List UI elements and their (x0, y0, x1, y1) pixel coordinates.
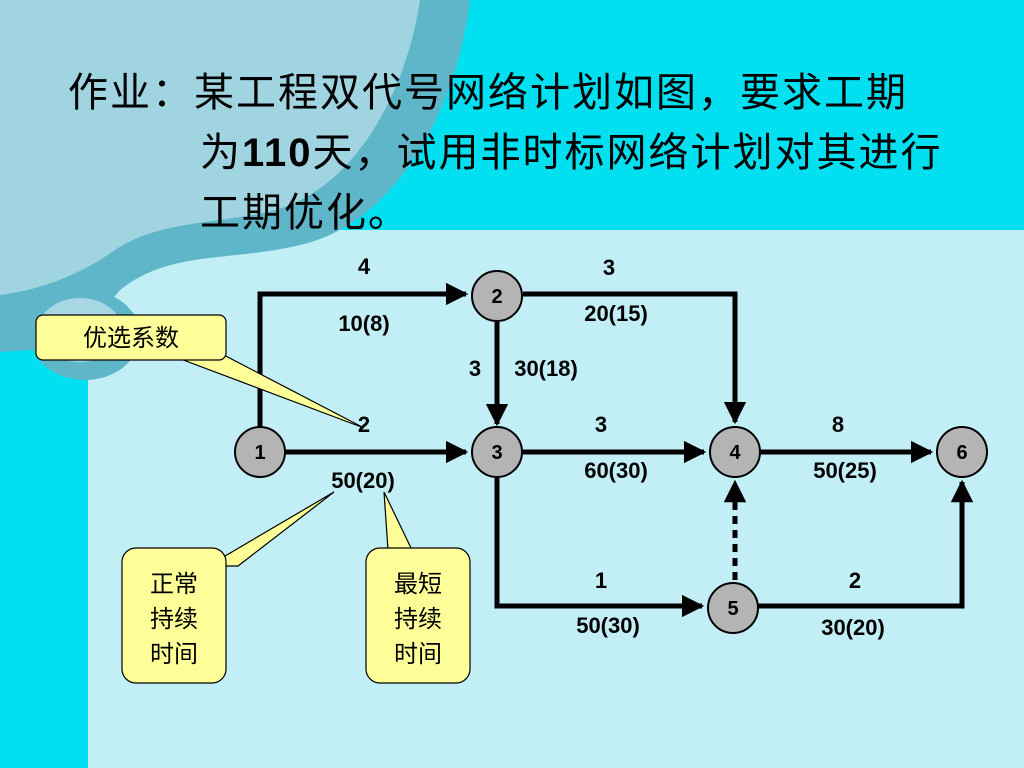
node-2-label: 2 (491, 286, 502, 308)
node-6-label: 6 (956, 442, 967, 464)
node-1-label: 1 (254, 442, 265, 464)
duration-4-6: 50(25) (813, 458, 877, 483)
coef-1-3: 2 (358, 412, 370, 437)
duration-5-6: 30(20) (821, 615, 885, 640)
node-4 (709, 426, 761, 478)
callout-normal-duration: 正常 持续 时间 (121, 547, 227, 684)
arrow-3-5 (494, 478, 705, 618)
node-3-label: 3 (491, 442, 502, 464)
callout-pointer-normal (205, 491, 335, 567)
callout-shortest-line-1: 最短 (394, 571, 442, 598)
node-6 (936, 426, 988, 478)
callout-priority-label: 优选系数 (83, 325, 179, 352)
arrow-5-6 (758, 479, 974, 609)
coef-5-6: 2 (849, 568, 861, 593)
title-line-2: 为110天，试用非时标网络计划对其进行 (200, 120, 943, 178)
callout-pointer-priority (169, 351, 365, 429)
duration-1-2: 10(8) (338, 311, 389, 336)
duration-2-3: 30(18) (514, 356, 578, 381)
title-line-3: 工期优化。 (200, 190, 410, 236)
callout-shortest-line-2: 持续 (394, 606, 442, 633)
title-line-2-pre: 为 (200, 130, 242, 176)
coef-3-5: 1 (595, 568, 607, 593)
duration-1-3: 50(20) (331, 468, 395, 493)
title-line-2-post: 天，试用非时标网络计划对其进行 (312, 130, 943, 176)
node-3 (471, 426, 523, 478)
callout-normal-line-1: 正常 (150, 571, 198, 598)
node-4-label: 4 (729, 442, 741, 464)
node-2 (471, 270, 523, 322)
node-5 (707, 582, 759, 634)
callout-priority: 优选系数 (35, 314, 227, 361)
duration-3-4: 60(30) (584, 458, 648, 483)
callout-normal-line-3: 时间 (150, 641, 198, 668)
title-line-1: 作业：某工程双代号网络计划如图，要求工期 (68, 70, 908, 116)
coef-4-6: 8 (832, 412, 844, 437)
arrow-2-4 (523, 291, 747, 425)
coef-2-3: 3 (469, 356, 481, 381)
callout-normal-line-2: 持续 (150, 606, 198, 633)
node-1 (234, 426, 286, 478)
callout-shortest-duration: 最短 持续 时间 (365, 547, 471, 684)
coef-3-4: 3 (595, 412, 607, 437)
coef-1-2: 4 (358, 254, 371, 279)
coef-2-4: 3 (603, 255, 615, 280)
callout-shortest-line-3: 时间 (394, 641, 442, 668)
duration-3-5: 50(30) (576, 613, 640, 638)
title-duration-number: 110 (242, 131, 313, 175)
node-5-label: 5 (727, 598, 738, 620)
callout-pointer-shortest (383, 491, 413, 551)
duration-2-4: 20(15) (584, 301, 648, 326)
